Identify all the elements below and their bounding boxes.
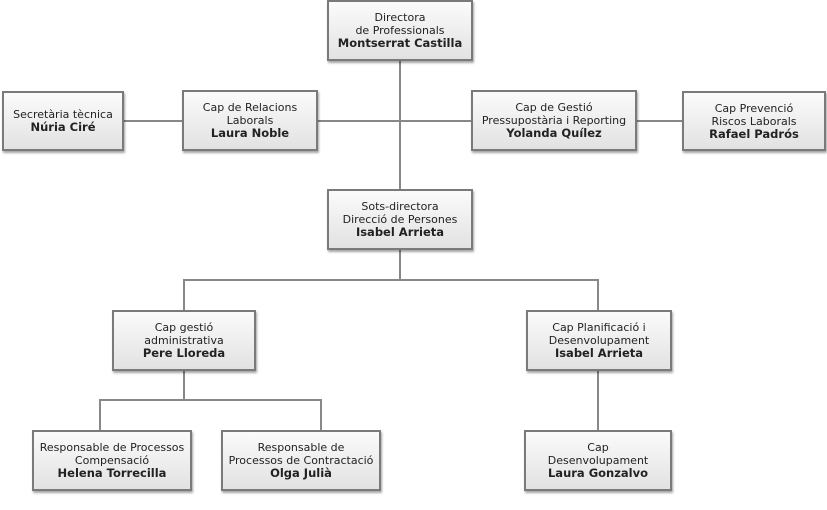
node-title: Responsable de bbox=[257, 441, 345, 454]
node-title: Cap Planificació i bbox=[552, 321, 646, 334]
connector bbox=[597, 371, 599, 430]
node-title: Laborals bbox=[226, 114, 274, 127]
node-prevencio[interactable]: Cap Prevenció Riscos Laborals Rafael Pad… bbox=[682, 91, 826, 151]
node-name: Laura Noble bbox=[210, 126, 290, 140]
node-title: Processos de Contractació bbox=[228, 454, 374, 467]
node-title: Cap gestió bbox=[154, 321, 214, 334]
node-name: Isabel Arrieta bbox=[554, 346, 644, 360]
node-name: Isabel Arrieta bbox=[355, 225, 445, 239]
node-title: Responsable de Processos bbox=[39, 441, 185, 454]
node-title: Pressupostària i Reporting bbox=[481, 114, 627, 127]
node-title: Cap Prevenció bbox=[714, 101, 794, 115]
node-relacions[interactable]: Cap de Relacions Laborals Laura Noble bbox=[182, 90, 318, 151]
connector bbox=[183, 279, 185, 310]
connector bbox=[183, 371, 185, 400]
node-gestio[interactable]: Cap de Gestió Pressupostària i Reporting… bbox=[471, 90, 637, 151]
node-title: Cap bbox=[587, 441, 609, 454]
node-name: Pere Lloreda bbox=[142, 346, 226, 360]
connector bbox=[597, 279, 599, 310]
node-administrativa[interactable]: Cap gestió administrativa Pere Lloreda bbox=[112, 310, 256, 371]
connector bbox=[99, 399, 322, 401]
node-title: Direcció de Persones bbox=[342, 213, 458, 226]
connector bbox=[183, 279, 599, 281]
node-name: Laura Gonzalvo bbox=[547, 466, 649, 480]
node-title: Desenvolupament bbox=[548, 334, 650, 347]
node-title: Compensació bbox=[74, 454, 150, 467]
node-compensacio[interactable]: Responsable de Processos Compensació Hel… bbox=[32, 430, 192, 491]
connector bbox=[320, 399, 322, 430]
node-planificacio[interactable]: Cap Planificació i Desenvolupament Isabe… bbox=[526, 310, 672, 371]
node-title: Riscos Laborals bbox=[711, 114, 797, 128]
node-name: Olga Julià bbox=[270, 466, 332, 480]
node-name: Yolanda Quílez bbox=[506, 126, 602, 140]
node-name: Rafael Padrós bbox=[709, 126, 799, 141]
connector bbox=[99, 399, 101, 430]
node-name: Helena Torrecilla bbox=[57, 466, 167, 480]
node-name: Núria Ciré bbox=[30, 120, 96, 134]
node-title: de Professionals bbox=[355, 24, 445, 37]
node-title: Desenvolupament bbox=[547, 454, 649, 467]
node-title: Cap de Relacions bbox=[202, 101, 298, 114]
node-sots[interactable]: Sots-directora Direcció de Persones Isab… bbox=[327, 189, 473, 250]
node-title: Secretària tècnica bbox=[13, 108, 113, 121]
node-title: Cap de Gestió bbox=[515, 101, 593, 114]
node-title: Sots-directora bbox=[361, 200, 439, 213]
node-name: Montserrat Castilla bbox=[337, 36, 463, 50]
node-title: Directora bbox=[374, 11, 426, 24]
node-directora[interactable]: Directora de Professionals Montserrat Ca… bbox=[327, 0, 473, 61]
connector bbox=[399, 250, 401, 280]
connector bbox=[399, 61, 401, 189]
node-secretaria[interactable]: Secretària tècnica Núria Ciré bbox=[2, 91, 124, 151]
node-desenvolupament[interactable]: Cap Desenvolupament Laura Gonzalvo bbox=[524, 430, 672, 491]
node-title: administrativa bbox=[144, 334, 224, 347]
node-contractacio[interactable]: Responsable de Processos de Contractació… bbox=[221, 430, 381, 491]
connector bbox=[124, 120, 682, 122]
